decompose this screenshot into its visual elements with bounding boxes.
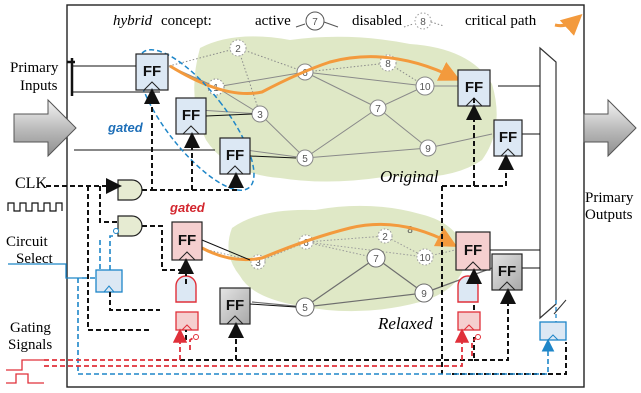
relaxed-node-8: 8 xyxy=(407,225,413,236)
clk-label: CLK xyxy=(15,175,47,192)
legend: hybrid concept: active 7 disabled 8 crit… xyxy=(113,11,583,36)
node-5: 5 xyxy=(296,149,314,167)
svg-text:FF: FF xyxy=(464,242,482,259)
svg-text:7: 7 xyxy=(375,104,381,115)
clock-network xyxy=(46,88,567,375)
gated-group-outline xyxy=(137,49,255,191)
primary-inputs-label-1: Primary xyxy=(10,60,59,76)
svg-text:8: 8 xyxy=(407,225,413,236)
circuit-select-label-1: Circuit xyxy=(6,234,48,250)
relaxed-node-5: 5 xyxy=(295,297,315,317)
node-10: 10 xyxy=(415,76,435,96)
legend-active-node xyxy=(305,11,325,31)
node-9: 9 xyxy=(419,139,437,157)
svg-text:3: 3 xyxy=(255,258,261,269)
legend-concept: concept: xyxy=(161,13,212,29)
relaxed-node-9: 9 xyxy=(414,283,434,303)
clock-waveform-icon xyxy=(7,202,63,212)
input-arrow-icon xyxy=(13,98,77,158)
original-label: Original xyxy=(380,167,439,186)
svg-text:FF: FF xyxy=(226,297,244,314)
legend-active: active xyxy=(255,13,291,29)
primary-outputs-label-2: Outputs xyxy=(585,207,633,223)
svg-text:FF: FF xyxy=(182,107,200,124)
svg-text:6: 6 xyxy=(302,68,308,79)
relaxed-nodes: 2 3 5 6 7 8 9 10 xyxy=(250,225,434,317)
svg-text:5: 5 xyxy=(302,303,308,314)
gated-label-red: gated xyxy=(169,200,206,215)
latch-icon xyxy=(95,269,567,341)
circuit-select-network xyxy=(77,235,555,375)
ff-original-out-2: FF xyxy=(493,119,523,157)
relaxed-node-10: 10 xyxy=(416,248,434,266)
primary-outputs-label-1: Primary xyxy=(585,190,634,206)
svg-text:FF: FF xyxy=(499,129,517,146)
svg-text:5: 5 xyxy=(302,154,308,165)
svg-text:8: 8 xyxy=(385,59,391,70)
gating-signals-label-2: Signals xyxy=(8,337,52,353)
svg-text:FF: FF xyxy=(143,63,161,80)
node-2: 2 xyxy=(229,39,247,57)
ff-relaxed-out-red: FF xyxy=(455,231,491,271)
node-3: 3 xyxy=(251,105,269,123)
and-gate-icon xyxy=(113,179,143,237)
ff-relaxed-out-gray: FF xyxy=(491,253,523,291)
svg-text:FF: FF xyxy=(498,263,516,280)
svg-text:6: 6 xyxy=(303,238,309,249)
svg-text:7: 7 xyxy=(312,17,318,28)
svg-text:8: 8 xyxy=(420,17,426,28)
output-arrow-icon xyxy=(583,98,637,158)
gated-label-blue: gated xyxy=(107,120,144,135)
ff-relaxed-gray-left: FF xyxy=(219,287,251,325)
svg-text:9: 9 xyxy=(425,144,431,155)
legend-critical-path-arrow xyxy=(554,13,583,36)
legend-hybrid: hybrid xyxy=(113,13,153,29)
ff-original-2: FF xyxy=(175,97,207,135)
relaxed-critical-path xyxy=(201,222,458,262)
gating-signals-label-1: Gating xyxy=(10,320,51,336)
svg-text:FF: FF xyxy=(465,79,483,96)
legend-critical-path: critical path xyxy=(465,13,537,29)
ff-relaxed-gated: FF xyxy=(171,221,203,261)
circuit-select-label-2: Select xyxy=(16,251,53,267)
svg-text:7: 7 xyxy=(373,254,379,265)
original-nodes: 1 2 3 5 6 7 8 9 10 xyxy=(207,39,437,167)
svg-text:10: 10 xyxy=(419,253,431,264)
ff-original-1: FF xyxy=(135,53,169,91)
svg-text:FF: FF xyxy=(226,147,244,164)
original-critical-path xyxy=(169,55,461,96)
svg-text:2: 2 xyxy=(382,232,388,243)
node-7: 7 xyxy=(369,99,387,117)
multiplexer-icon xyxy=(539,46,557,320)
relaxed-label: Relaxed xyxy=(377,314,433,333)
svg-text:2: 2 xyxy=(235,44,241,55)
ff-original-3: FF xyxy=(219,137,251,175)
relaxed-cloud xyxy=(228,205,466,312)
ff-original-out-1: FF xyxy=(457,69,491,107)
svg-text:FF: FF xyxy=(178,232,196,249)
legend-disabled-node xyxy=(414,12,432,30)
legend-disabled: disabled xyxy=(352,13,402,29)
relaxed-node-2: 2 xyxy=(377,228,393,244)
svg-text:10: 10 xyxy=(419,82,431,93)
relaxed-node-7: 7 xyxy=(366,248,386,268)
primary-inputs-label-2: Inputs xyxy=(20,78,58,94)
gating-waveform-icon xyxy=(6,359,44,371)
svg-text:3: 3 xyxy=(257,110,263,121)
svg-text:9: 9 xyxy=(421,289,427,300)
